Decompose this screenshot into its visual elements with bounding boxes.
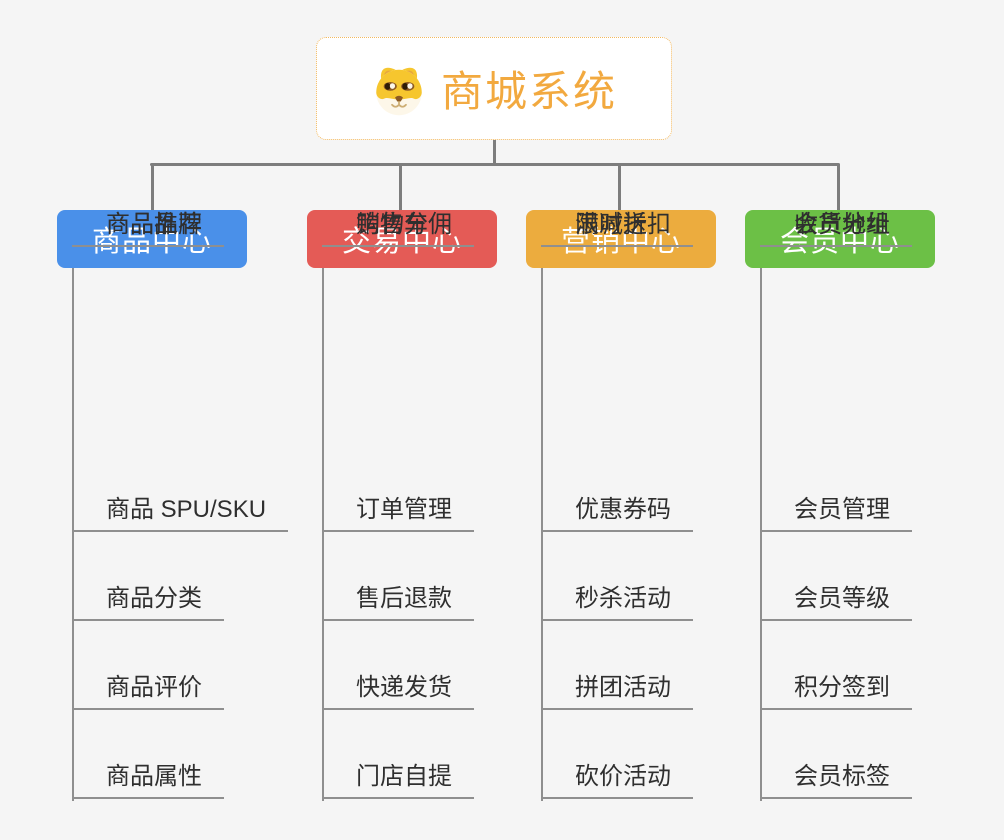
branch-node-product-center[interactable]: 商品中心 <box>57 210 247 268</box>
dog-icon <box>376 67 422 115</box>
connector-drop-member <box>837 164 840 210</box>
leaf-node[interactable]: 秒杀活动 <box>541 584 693 621</box>
leaf-node[interactable]: 商品分类 <box>72 584 224 621</box>
root-node[interactable]: 商城系统 <box>316 37 672 140</box>
leaf-node[interactable]: 商品 SPU/SKU <box>72 495 289 532</box>
branch-marketing-center: 营销中心 优惠券码 秒杀活动 拼团活动 砍价活动 限时折扣 满减送 <box>526 210 771 810</box>
leaf-node[interactable]: 门店自提 <box>322 762 474 799</box>
connector-drop-trade <box>399 164 402 210</box>
branch-trade-center: 交易中心 订单管理 售后退款 快递发货 门店自提 购物车 销售分佣 <box>307 210 552 810</box>
branch-node-member-center[interactable]: 会员中心 <box>745 210 935 268</box>
branch-member-center: 会员中心 会员管理 会员等级 积分签到 会员标签 会员分组 收货地址 <box>745 210 990 810</box>
leaf-node[interactable]: 会员等级 <box>760 584 912 621</box>
leaf-node[interactable]: 收货地址 <box>760 210 912 247</box>
connector-drop-marketing <box>618 164 621 210</box>
leaf-node[interactable]: 满减送 <box>541 210 669 247</box>
leaf-node[interactable]: 优惠券码 <box>541 495 693 532</box>
branch-connector-line <box>760 268 762 801</box>
branch-node-marketing-center[interactable]: 营销中心 <box>526 210 716 268</box>
leaf-node[interactable]: 商品评价 <box>72 673 224 710</box>
branch-connector-line <box>541 268 543 801</box>
root-title: 商城系统 <box>440 68 617 115</box>
leaf-node[interactable]: 商品品牌 <box>72 210 224 247</box>
leaf-node[interactable]: 销售分佣 <box>322 210 474 247</box>
leaf-node[interactable]: 快递发货 <box>322 673 474 710</box>
branch-connector-line <box>322 268 324 801</box>
leaf-node[interactable]: 订单管理 <box>322 495 474 532</box>
connector-horizontal-bar <box>150 163 840 166</box>
connector-root-stub <box>493 140 496 164</box>
leaf-node[interactable]: 积分签到 <box>760 673 912 710</box>
leaf-node[interactable]: 售后退款 <box>322 584 474 621</box>
leaf-node[interactable]: 会员管理 <box>760 495 912 532</box>
branch-node-trade-center[interactable]: 交易中心 <box>307 210 497 268</box>
connector-drop-product <box>151 164 154 210</box>
leaf-node[interactable]: 商品属性 <box>72 762 224 799</box>
branch-product-center: 商品中心 商品 SPU/SKU 商品分类 商品评价 商品属性 商品推荐 商品品牌 <box>57 210 302 810</box>
leaf-node[interactable]: 砍价活动 <box>541 762 693 799</box>
branch-connector-line <box>72 268 74 801</box>
leaf-node[interactable]: 会员标签 <box>760 762 912 799</box>
leaf-node[interactable]: 拼团活动 <box>541 673 693 710</box>
